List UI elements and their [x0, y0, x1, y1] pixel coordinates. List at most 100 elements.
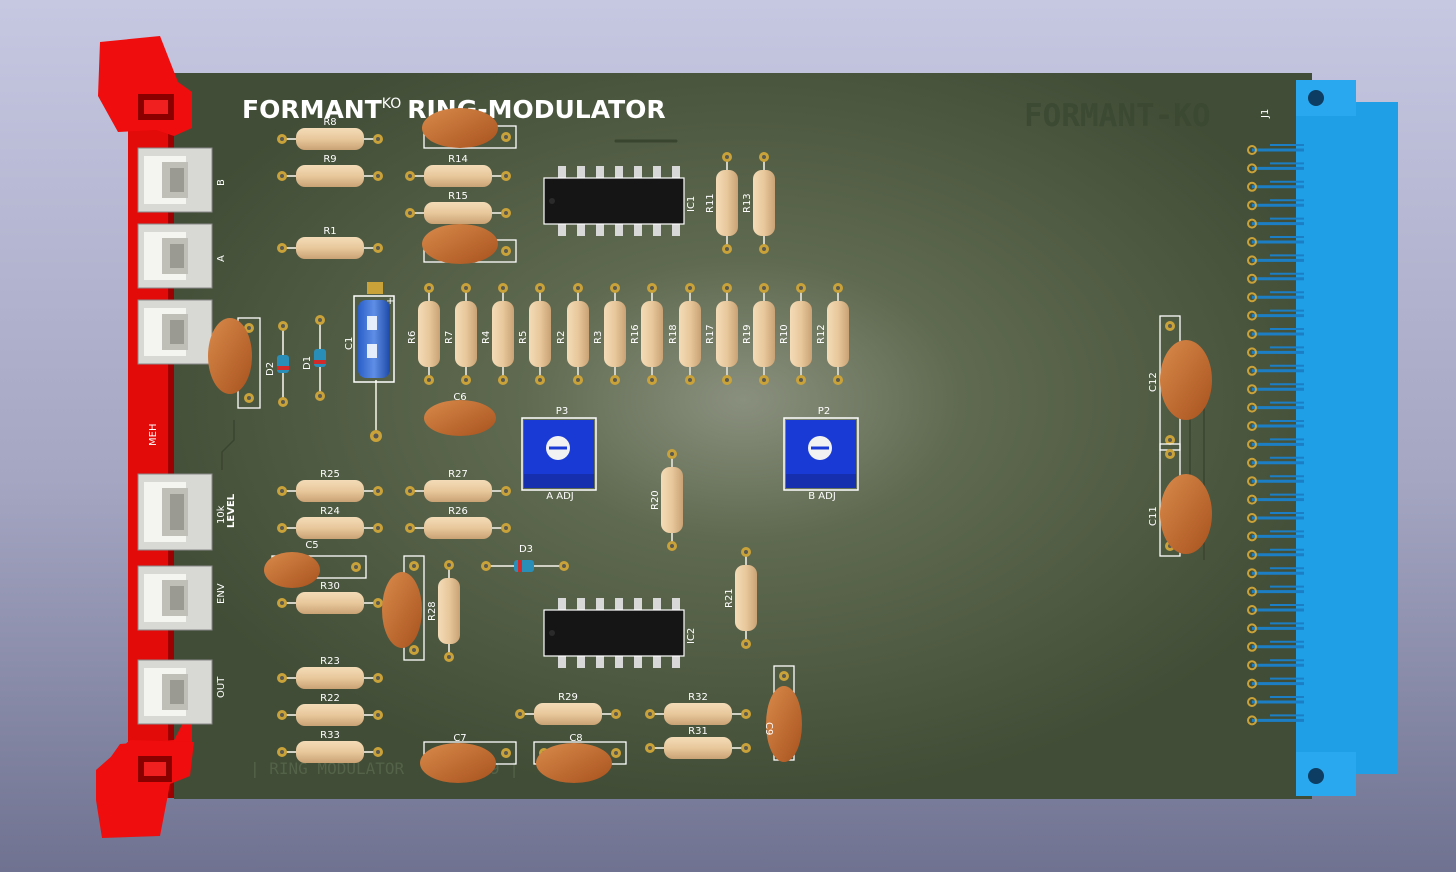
ceramic-capacitor: C11 — [1148, 443, 1212, 557]
connector-pin — [1247, 677, 1304, 689]
diode: D3 — [481, 544, 569, 572]
resistor: R5 — [518, 283, 551, 385]
resistor: R32 — [645, 692, 751, 725]
resistor: R17 — [705, 283, 738, 385]
ceramic-capacitor: C8 — [533, 733, 627, 783]
trimmer-potentiometer[interactable]: P2 B ADJ — [783, 406, 859, 502]
resistor-ref: R26 — [448, 506, 468, 517]
resistor-ref: R32 — [688, 692, 708, 703]
capacitor-ref: C8 — [569, 733, 582, 744]
mount-clip-top — [98, 36, 192, 136]
resistor-ref: R15 — [448, 191, 468, 202]
connector-pin — [1247, 401, 1304, 413]
trimmer-potentiometer[interactable]: P3 A ADJ — [521, 406, 597, 502]
trimmer-label: A ADJ — [546, 491, 574, 502]
resistor-ref: R25 — [320, 469, 340, 480]
trimmer-ref: P3 — [556, 406, 568, 417]
capacitor-ref: C11 — [1148, 506, 1159, 526]
resistor: R7 — [444, 283, 477, 385]
ghost-footer: | RING MODULATOR — [250, 759, 404, 778]
resistor: R24 — [277, 506, 383, 539]
diode: D2 — [265, 321, 289, 407]
resistor: R25 — [277, 469, 383, 502]
resistor: R23 — [277, 656, 383, 689]
resistor: R8 — [277, 117, 383, 150]
resistor: R18 — [668, 283, 701, 385]
connector-pin — [1247, 456, 1304, 468]
resistor-ref: R20 — [650, 490, 661, 510]
resistor: R33 — [277, 730, 383, 763]
connector-ref: J1 — [1260, 109, 1271, 119]
connector-pin — [1247, 493, 1304, 505]
ceramic-capacitor: C5 — [264, 540, 367, 588]
resistor: R15 — [405, 191, 511, 224]
connector-pin — [1247, 585, 1304, 597]
resistor: R22 — [277, 693, 383, 726]
resistor: R2 — [556, 283, 589, 385]
resistor-ref: R28 — [427, 601, 438, 621]
jack-socket[interactable] — [137, 299, 213, 365]
jack-socket[interactable]: OUT — [137, 659, 227, 725]
capacitor-ref: C6 — [453, 392, 466, 403]
connector-pin — [1247, 567, 1304, 579]
ceramic-capacitor — [382, 555, 425, 661]
resistor-ref: R4 — [481, 331, 492, 344]
resistor: R27 — [405, 469, 511, 502]
resistor: R20 — [650, 449, 683, 551]
resistor-ref: R33 — [320, 730, 340, 741]
resistor: R4 — [481, 283, 514, 385]
connector-pin — [1247, 530, 1304, 542]
connector-pin — [1247, 291, 1304, 303]
jack-socket[interactable]: A — [137, 223, 227, 289]
resistor: R1 — [277, 226, 383, 259]
connector-pin — [1247, 420, 1304, 431]
resistor: R30 — [277, 581, 383, 614]
connector-pin — [1247, 254, 1304, 266]
connector-pin — [1247, 144, 1304, 155]
jack-label: B — [216, 179, 227, 186]
connector-pin — [1247, 199, 1304, 211]
resistor: R16 — [630, 283, 663, 385]
resistor: R19 — [742, 283, 775, 385]
resistor-ref: R12 — [816, 324, 827, 344]
resistor-ref: R2 — [556, 331, 567, 344]
resistor-ref: R1 — [323, 226, 336, 237]
ceramic-capacitor: C6 — [424, 392, 496, 436]
ghost-brand: FORMANT-KO — [1024, 98, 1211, 134]
connector-pin — [1247, 640, 1304, 652]
connector-pin — [1247, 217, 1304, 229]
resistor-ref: R7 — [444, 331, 455, 344]
connector-pin — [1247, 438, 1304, 450]
connector-pin — [1247, 604, 1304, 615]
resistor-ref: R13 — [742, 193, 753, 213]
connector-pin — [1247, 659, 1304, 671]
trimmer-label: B ADJ — [808, 491, 836, 502]
resistor: R26 — [405, 506, 511, 539]
connector-pin — [1247, 475, 1304, 487]
ceramic-capacitor: C9 — [763, 665, 802, 762]
resistor-ref: R18 — [668, 324, 679, 344]
ceramic-capacitor — [422, 108, 517, 149]
jack-label: 10k — [216, 505, 227, 524]
resistor-ref: R30 — [320, 581, 340, 592]
resistor-ref: R9 — [323, 154, 336, 165]
diode-ref: D2 — [265, 362, 276, 376]
ic-ref: IC2 — [686, 628, 697, 644]
resistor-ref: R27 — [448, 469, 468, 480]
jack-socket[interactable]: B — [137, 147, 227, 213]
resistor-ref: R16 — [630, 324, 641, 344]
jack-socket[interactable]: ENV — [137, 565, 227, 631]
trimmer-ref: P2 — [818, 406, 830, 417]
resistor-ref: R6 — [407, 331, 418, 344]
ic-chip: IC1 — [543, 166, 697, 236]
connector-screw-top-icon — [1308, 90, 1324, 106]
capacitor-ref: C5 — [305, 540, 318, 551]
capacitor-ref: C7 — [453, 733, 466, 744]
resistor: R9 — [277, 154, 383, 187]
resistor: R6 — [407, 283, 440, 385]
connector-pin — [1247, 714, 1304, 726]
resistor-ref: R8 — [323, 117, 336, 128]
resistor: R10 — [779, 283, 812, 385]
electrolytic-capacitor: C1 + — [344, 282, 395, 442]
